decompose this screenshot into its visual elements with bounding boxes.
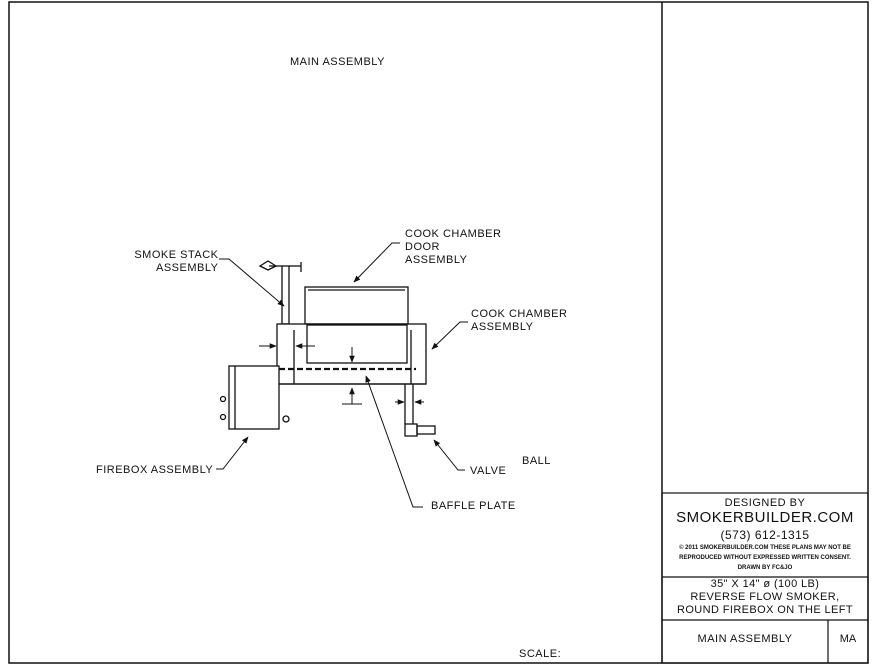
valve-label: VALVE (470, 465, 507, 477)
leader-cook-chamber (431, 321, 468, 350)
cook-chamber-label-line1: COOK CHAMBER (471, 308, 568, 320)
drain-valve (404, 384, 436, 437)
firebox-label: FIREBOX ASSEMBLY (96, 464, 214, 476)
leader-firebox (216, 436, 249, 470)
door-label-line3: ASSEMBLY (405, 254, 468, 266)
spec-line-3: ROUND FIREBOX ON THE LEFT (676, 604, 854, 616)
smoke-stack-label-line2: ASSEMBLY (156, 262, 219, 274)
spec-line-2: REVERSE FLOW SMOKER, (690, 591, 840, 603)
designed-by-label: DESIGNED BY (724, 497, 806, 509)
drawn-by: DRAWN BY FC&JO (737, 565, 793, 571)
company-phone: (573) 612-1315 (720, 528, 810, 542)
leader-smoke-stack (219, 258, 285, 307)
cook-chamber-label: COOK CHAMBER ASSEMBLY (471, 308, 567, 334)
baffle-plate-label: BAFFLE PLATE (431, 500, 516, 512)
copyright-line-1: © 2011 SMOKERBUILDER.COM THESE PLANS MAY… (679, 545, 851, 551)
smoke-stack (258, 260, 302, 325)
title-block-frame (661, 492, 869, 664)
ball-label: BALL (522, 455, 551, 467)
firebox (219, 365, 290, 430)
leader-valve (433, 439, 465, 471)
smoke-stack-label-line1: SMOKE STACK (134, 249, 219, 261)
drawing-title: MAIN ASSEMBLY (290, 56, 385, 68)
cook-chamber-door-label: COOK CHAMBER DOOR ASSEMBLY (405, 228, 501, 267)
leader-door (353, 242, 400, 283)
leader-baffle (365, 375, 423, 508)
copyright-line-2: REPRODUCED WITHOUT EXPRESSED WRITTEN CON… (679, 555, 851, 561)
sheet-border (8, 1, 869, 664)
door-label-line2: DOOR (405, 241, 440, 253)
sheet-title: MAIN ASSEMBLY (697, 633, 793, 645)
spec-line-1: 35" X 14" ø (100 LB) (710, 578, 820, 590)
cook-chamber-label-line2: ASSEMBLY (471, 321, 534, 333)
door-label-line1: COOK CHAMBER (405, 228, 502, 240)
sheet-code: MA (839, 633, 857, 645)
smoke-stack-label: SMOKE STACK ASSEMBLY (134, 249, 219, 275)
cook-chamber-door (304, 286, 409, 325)
company-name: SMOKERBUILDER.COM (676, 509, 854, 526)
scale-label: SCALE: (519, 648, 562, 660)
